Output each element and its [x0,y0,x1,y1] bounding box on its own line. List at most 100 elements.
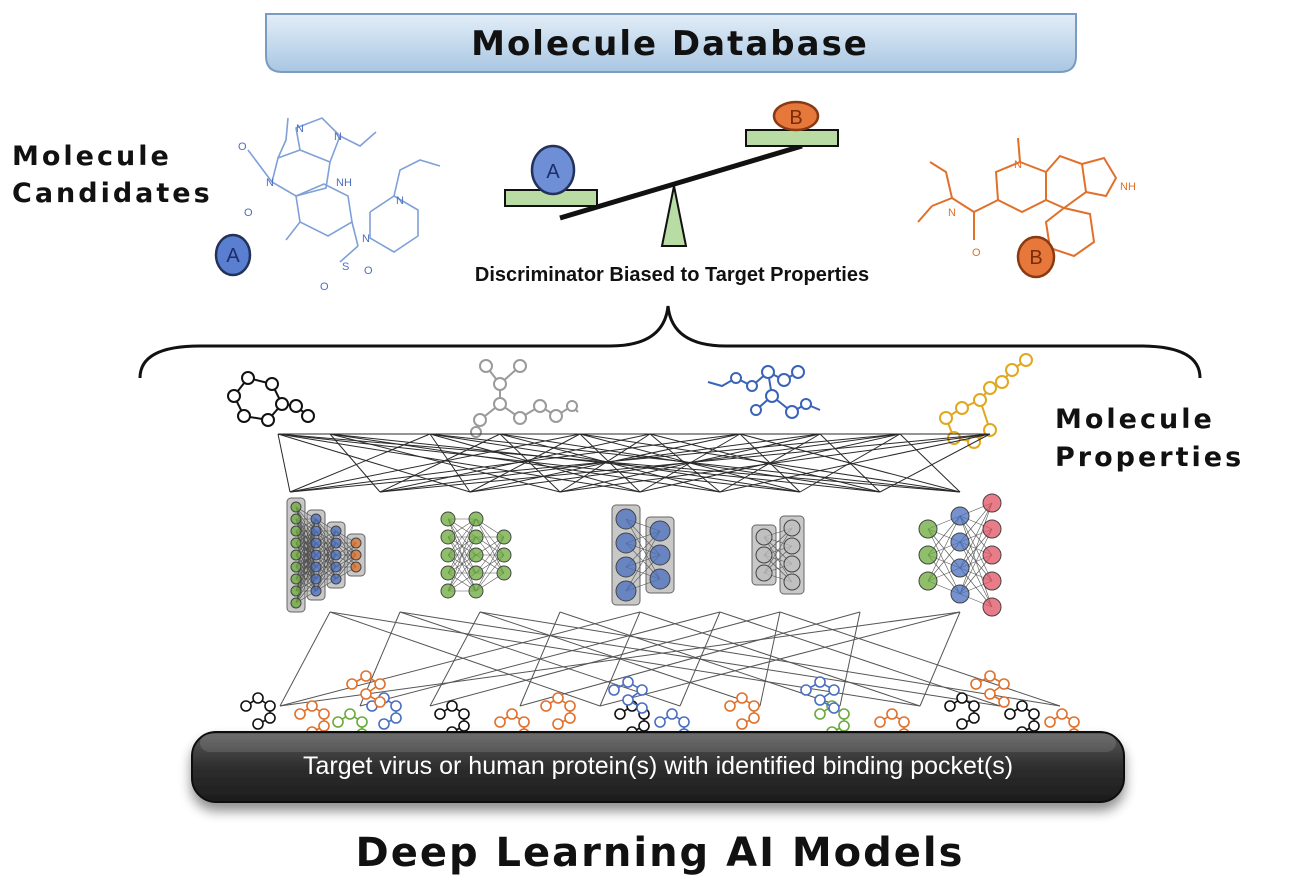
network-node [783,537,801,555]
network-node [982,597,1002,617]
network-node [468,565,484,581]
network-node [918,545,938,565]
atom [874,716,886,728]
network-node [496,547,512,563]
atom [748,712,760,724]
atom-label: N [334,131,342,143]
atom [552,718,564,730]
mesh-edge [899,433,961,493]
network-node [310,561,322,573]
candidate-b-badge-label: B [1029,247,1042,269]
atom [356,716,368,728]
mesh-edge [429,433,471,493]
atom [294,708,306,720]
atom [968,712,980,724]
neural-network-models [286,493,1002,617]
network-node [330,549,342,561]
network-node [496,529,512,545]
balance-weight-a-label: A [546,161,560,183]
network-edge [335,542,357,580]
input-connection-mesh [279,611,1061,707]
input-molecule [724,692,760,730]
neural-network [611,504,675,606]
network-node [310,525,322,537]
network-node [440,583,456,599]
property-molecule-blue [707,365,821,419]
atom-label: O [972,247,981,259]
balance-weight-b [772,100,820,132]
atom [518,716,530,728]
mesh-edge [469,433,741,493]
grouping-brace [138,305,1202,379]
atom-label: O [320,281,329,293]
network-edge [447,554,477,592]
atom [1044,716,1056,728]
network-edge [927,515,961,582]
network-edge [625,530,661,592]
network-node [290,501,302,513]
input-molecule [944,692,980,730]
mesh-edge [329,433,381,493]
property-molecule-gold [939,353,1033,449]
network-node [330,525,342,537]
atom [1068,716,1080,728]
atom [622,676,634,688]
atom [252,692,264,704]
mesh-edge [277,433,291,493]
properties-label-line2: Properties [1055,442,1244,473]
network-node [783,555,801,573]
atom [608,684,620,696]
atom [564,700,576,712]
mesh-edge [919,611,961,707]
property-connection-mesh [277,433,991,493]
atom [614,708,626,720]
candidates-label-line2: Candidates [12,178,213,209]
atom [252,718,264,730]
atom [318,708,330,720]
atom [390,700,402,712]
network-edge [295,518,317,556]
neural-network [440,511,512,599]
atom [886,708,898,720]
neural-network [918,493,1002,617]
balance-weight-b-label: B [789,107,802,129]
atom [360,670,372,682]
candidate-a-badge: A [214,233,252,277]
atom [494,716,506,728]
molecule-properties-label: Molecule Properties [1055,404,1244,473]
network-node [290,573,302,585]
network-node [615,580,637,602]
network-node [950,532,970,552]
network-edge [315,554,337,592]
candidate-b-badge: B [1016,235,1056,279]
candidate-molecule-a-atoms: O N N N NH O S N N O O [238,123,404,293]
network-edge [447,536,477,592]
network-node [290,549,302,561]
input-molecule-row [240,670,1080,746]
atom-label: N [1014,159,1022,171]
mesh-edge [429,611,481,707]
network-edge [295,566,317,604]
atom [344,708,356,720]
mesh-edge [279,611,961,707]
input-molecule [970,670,1010,708]
network-node [290,513,302,525]
mesh-edge [719,433,991,493]
atom [458,720,470,732]
network-node [468,583,484,599]
candidate-molecule-b [917,137,1118,258]
network-node [649,544,671,566]
property-molecule-black [227,371,315,427]
network-node [440,511,456,527]
atom [446,700,458,712]
mesh-edge [429,433,961,493]
neural-network [751,515,805,595]
network-edge [475,554,505,592]
atom [540,700,552,712]
atom-label: N [362,233,370,245]
network-node [982,493,1002,513]
atom [318,720,330,732]
mesh-edge [679,611,721,707]
atom [970,678,982,690]
